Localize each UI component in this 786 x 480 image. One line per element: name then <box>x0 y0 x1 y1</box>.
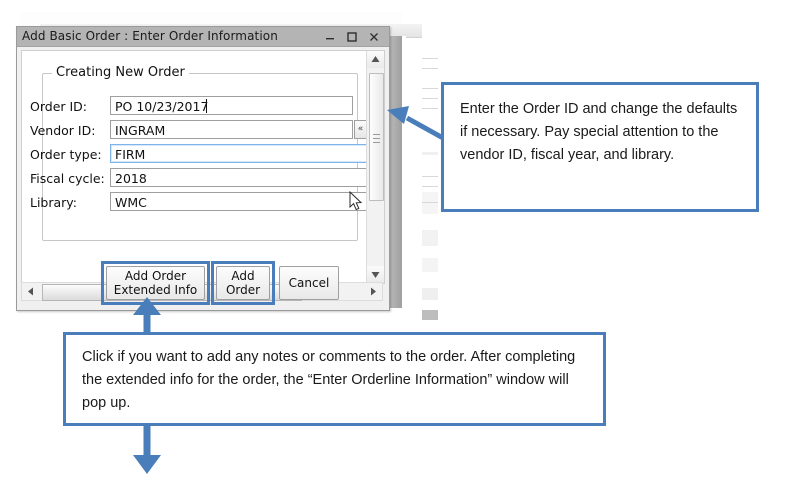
vendor-id-value: INGRAM <box>115 123 166 138</box>
button-label-line2: Order <box>225 283 261 297</box>
vendor-id-lookup-button[interactable]: « <box>354 120 367 139</box>
order-type-label: Order type: <box>30 147 102 162</box>
form-row-vendor-id: Vendor ID: INGRAM « <box>30 120 367 142</box>
add-order-wrap: Add Order <box>211 261 275 305</box>
order-id-input[interactable]: PO 10/23/2017 <box>110 96 353 115</box>
dialog-client-area: Creating New Order Order ID: PO 10/23/20… <box>21 50 385 284</box>
dialog-title-bar[interactable]: Add Basic Order : Enter Order Informatio… <box>17 27 389 47</box>
library-input[interactable]: WMC <box>110 192 370 211</box>
order-type-value: FIRM <box>115 147 146 162</box>
text-caret <box>206 99 207 113</box>
fiscal-cycle-label: Fiscal cycle: <box>30 171 105 186</box>
maximize-button[interactable] <box>343 28 361 44</box>
scroll-up-arrow[interactable] <box>367 51 384 68</box>
vendor-id-input[interactable]: INGRAM <box>110 120 353 139</box>
form-row-library: Library: WMC <box>30 192 370 214</box>
add-order-extended-info-wrap: Add Order Extended Info <box>101 261 210 305</box>
callout-extended-info-text: Click if you want to add any notes or co… <box>82 349 576 411</box>
form-row-fiscal-cycle: Fiscal cycle: 2018 <box>30 168 370 190</box>
highlight-box <box>211 261 275 305</box>
callout-2-up-arrow <box>133 297 161 336</box>
order-id-value: PO 10/23/2017 <box>115 99 209 114</box>
order-id-label: Order ID: <box>30 99 88 114</box>
button-label-line1: Cancel <box>288 276 330 290</box>
cancel-button[interactable]: Cancel <box>279 266 339 300</box>
add-basic-order-dialog: Add Basic Order : Enter Order Informatio… <box>16 26 390 311</box>
form-row-order-type: Order type: FIRM <box>30 144 370 166</box>
vendor-id-label: Vendor ID: <box>30 123 96 138</box>
background-window-edge-light <box>402 36 406 308</box>
button-label-line1: Add <box>231 269 255 283</box>
scroll-down-arrow[interactable] <box>367 266 384 283</box>
minimize-button[interactable] <box>321 28 339 44</box>
fiscal-cycle-input[interactable]: 2018 <box>110 168 370 187</box>
vertical-scrollbar[interactable] <box>366 51 384 283</box>
callout-1-arrow <box>387 106 445 141</box>
scroll-left-arrow[interactable] <box>22 283 40 300</box>
background-content-lines <box>422 52 438 320</box>
dialog-title: Add Basic Order : Enter Order Informatio… <box>22 29 278 43</box>
background-window-edge <box>390 36 402 308</box>
creating-new-order-group: Creating New Order <box>42 65 358 241</box>
button-label-line1: Add Order <box>124 269 187 283</box>
add-order-extended-info-button[interactable]: Add Order Extended Info <box>106 266 205 300</box>
scroll-right-arrow[interactable] <box>364 283 382 300</box>
callout-extended-info: Click if you want to add any notes or co… <box>63 332 606 426</box>
callout-2-down-arrow <box>133 424 161 474</box>
order-type-input[interactable]: FIRM <box>110 144 370 163</box>
close-button[interactable] <box>365 28 383 44</box>
mouse-cursor <box>349 191 363 211</box>
cancel-wrap: Cancel <box>279 266 339 300</box>
fiscal-cycle-value: 2018 <box>115 171 147 186</box>
group-box-label: Creating New Order <box>52 65 189 80</box>
library-label: Library: <box>30 195 78 210</box>
button-label-line2: Extended Info <box>113 283 198 297</box>
vertical-scrollbar-thumb[interactable] <box>369 73 384 201</box>
library-value: WMC <box>115 195 147 210</box>
add-order-button[interactable]: Add Order <box>216 266 270 300</box>
form-row-order-id: Order ID: PO 10/23/2017 <box>30 96 353 118</box>
highlight-box <box>101 261 210 305</box>
callout-order-fields: Enter the Order ID and change the defaul… <box>441 82 759 212</box>
callout-order-fields-text: Enter the Order ID and change the defaul… <box>460 101 738 163</box>
